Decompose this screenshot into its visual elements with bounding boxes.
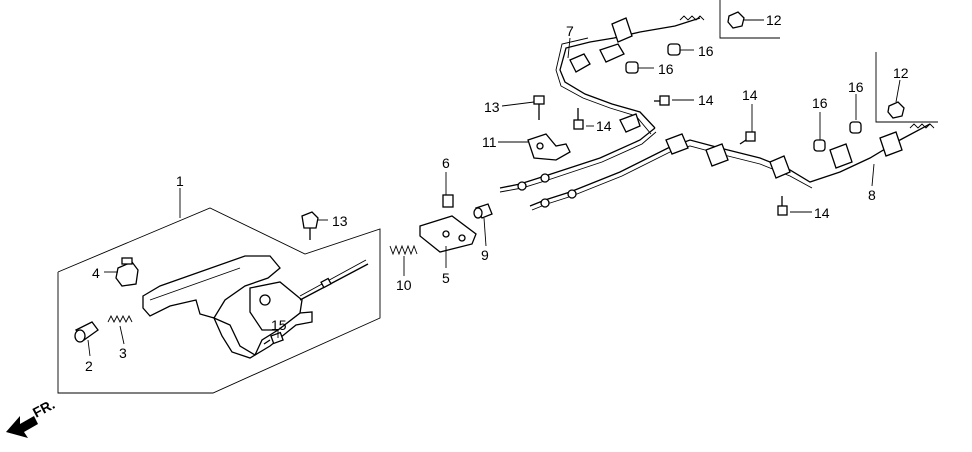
equalizer-spring <box>389 244 418 256</box>
grip-cap <box>74 321 99 343</box>
nut-boundary <box>719 0 938 123</box>
callout-8: 8 <box>868 187 876 203</box>
callout-1: 1 <box>176 173 184 189</box>
cable-nut <box>727 11 905 119</box>
callout-6: 6 <box>442 155 450 171</box>
callout-7: 7 <box>566 23 574 39</box>
callout-16c: 16 <box>812 95 828 111</box>
callout-16a: 16 <box>698 43 714 59</box>
callout-13a: 13 <box>484 99 500 115</box>
callout-14d: 14 <box>814 205 830 221</box>
parking-brake-lever <box>142 255 369 359</box>
callout-16b: 16 <box>658 61 674 77</box>
cable-bolt <box>573 95 788 216</box>
cable-adjuster <box>473 203 493 219</box>
lever-mount-bolt <box>301 211 319 240</box>
callout-10: 10 <box>396 277 412 293</box>
cable-bracket <box>527 133 571 161</box>
callout-2: 2 <box>85 358 93 374</box>
callout-12a: 12 <box>766 12 782 28</box>
left-rear-cable <box>499 15 705 193</box>
callout-11: 11 <box>482 134 497 150</box>
lever-bolt <box>263 331 284 345</box>
lever-clip <box>115 257 139 287</box>
leader-lines <box>87 19 901 357</box>
grommet <box>625 43 862 152</box>
callout-14a: 14 <box>596 118 612 134</box>
release-spring <box>107 314 133 324</box>
callout-5: 5 <box>442 270 450 286</box>
callout-12b: 12 <box>893 65 909 81</box>
callout-15: 15 <box>271 317 287 333</box>
callouts: 1 2 3 4 5 6 7 8 9 10 11 12 12 13 13 14 1… <box>85 12 909 374</box>
equalizer <box>419 215 477 253</box>
front-direction-arrow-icon: FR. <box>6 396 57 438</box>
callout-14b: 14 <box>698 92 714 108</box>
right-rear-cable <box>529 123 935 211</box>
callout-9: 9 <box>481 247 489 263</box>
callout-13b: 13 <box>332 213 348 229</box>
lever-assembly-boundary <box>57 207 381 394</box>
callout-3: 3 <box>119 345 127 361</box>
callout-16d: 16 <box>848 79 864 95</box>
callout-14c: 14 <box>742 87 758 103</box>
adjuster-nut <box>442 194 454 208</box>
callout-4: 4 <box>92 265 100 281</box>
bracket-bolt <box>533 95 545 120</box>
